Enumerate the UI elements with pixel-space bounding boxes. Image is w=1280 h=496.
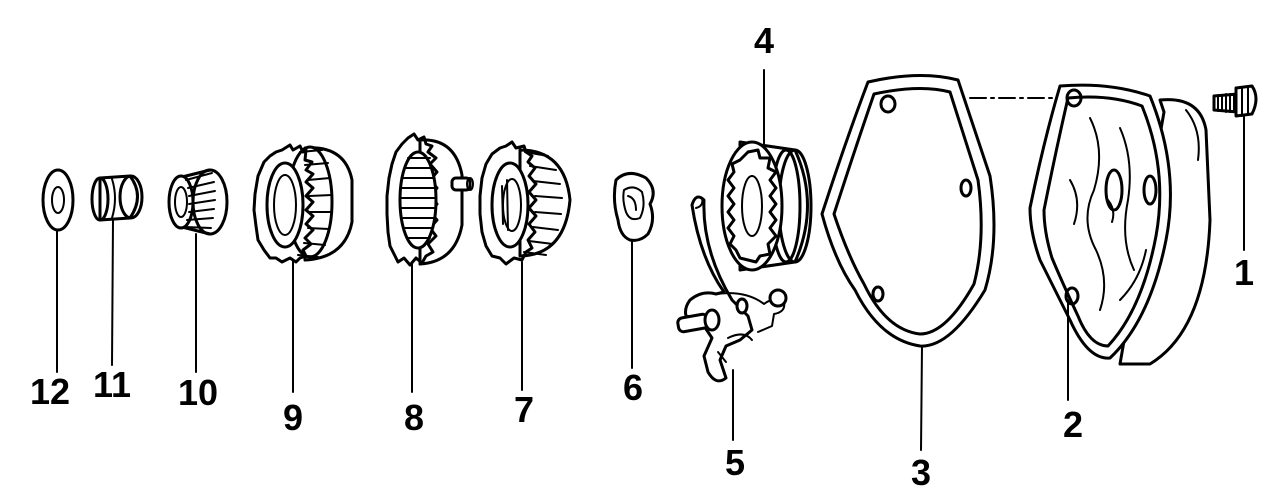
callout-7: 7 — [514, 389, 534, 430]
part-6-plate — [612, 172, 655, 242]
part-5-shift-fork — [676, 195, 788, 383]
part-7-gear — [478, 140, 572, 266]
part-1-bolt — [1212, 84, 1258, 118]
part-12-washer — [41, 168, 75, 232]
part-11-bushing — [90, 174, 144, 222]
leader-11 — [111, 219, 114, 366]
callout-2: 2 — [1063, 404, 1083, 445]
part-9-gear — [252, 143, 354, 264]
part-8-synchro-hub — [385, 132, 474, 267]
callout-4: 4 — [754, 20, 774, 61]
part-4-sleeve — [720, 140, 813, 272]
callout-6: 6 — [623, 367, 643, 408]
callout-8: 8 — [404, 397, 424, 438]
leader-3 — [920, 345, 923, 451]
callout-10: 10 — [178, 372, 218, 413]
callout-9: 9 — [283, 397, 303, 438]
callout-5: 5 — [725, 442, 745, 483]
callout-12: 12 — [30, 371, 70, 412]
part-3-gasket — [820, 74, 996, 348]
callout-11: 11 — [93, 364, 131, 405]
callout-1: 1 — [1234, 252, 1254, 293]
callout-3: 3 — [911, 452, 931, 493]
part-2-cover — [1028, 83, 1212, 366]
part-10-needle-bearing — [167, 168, 229, 236]
